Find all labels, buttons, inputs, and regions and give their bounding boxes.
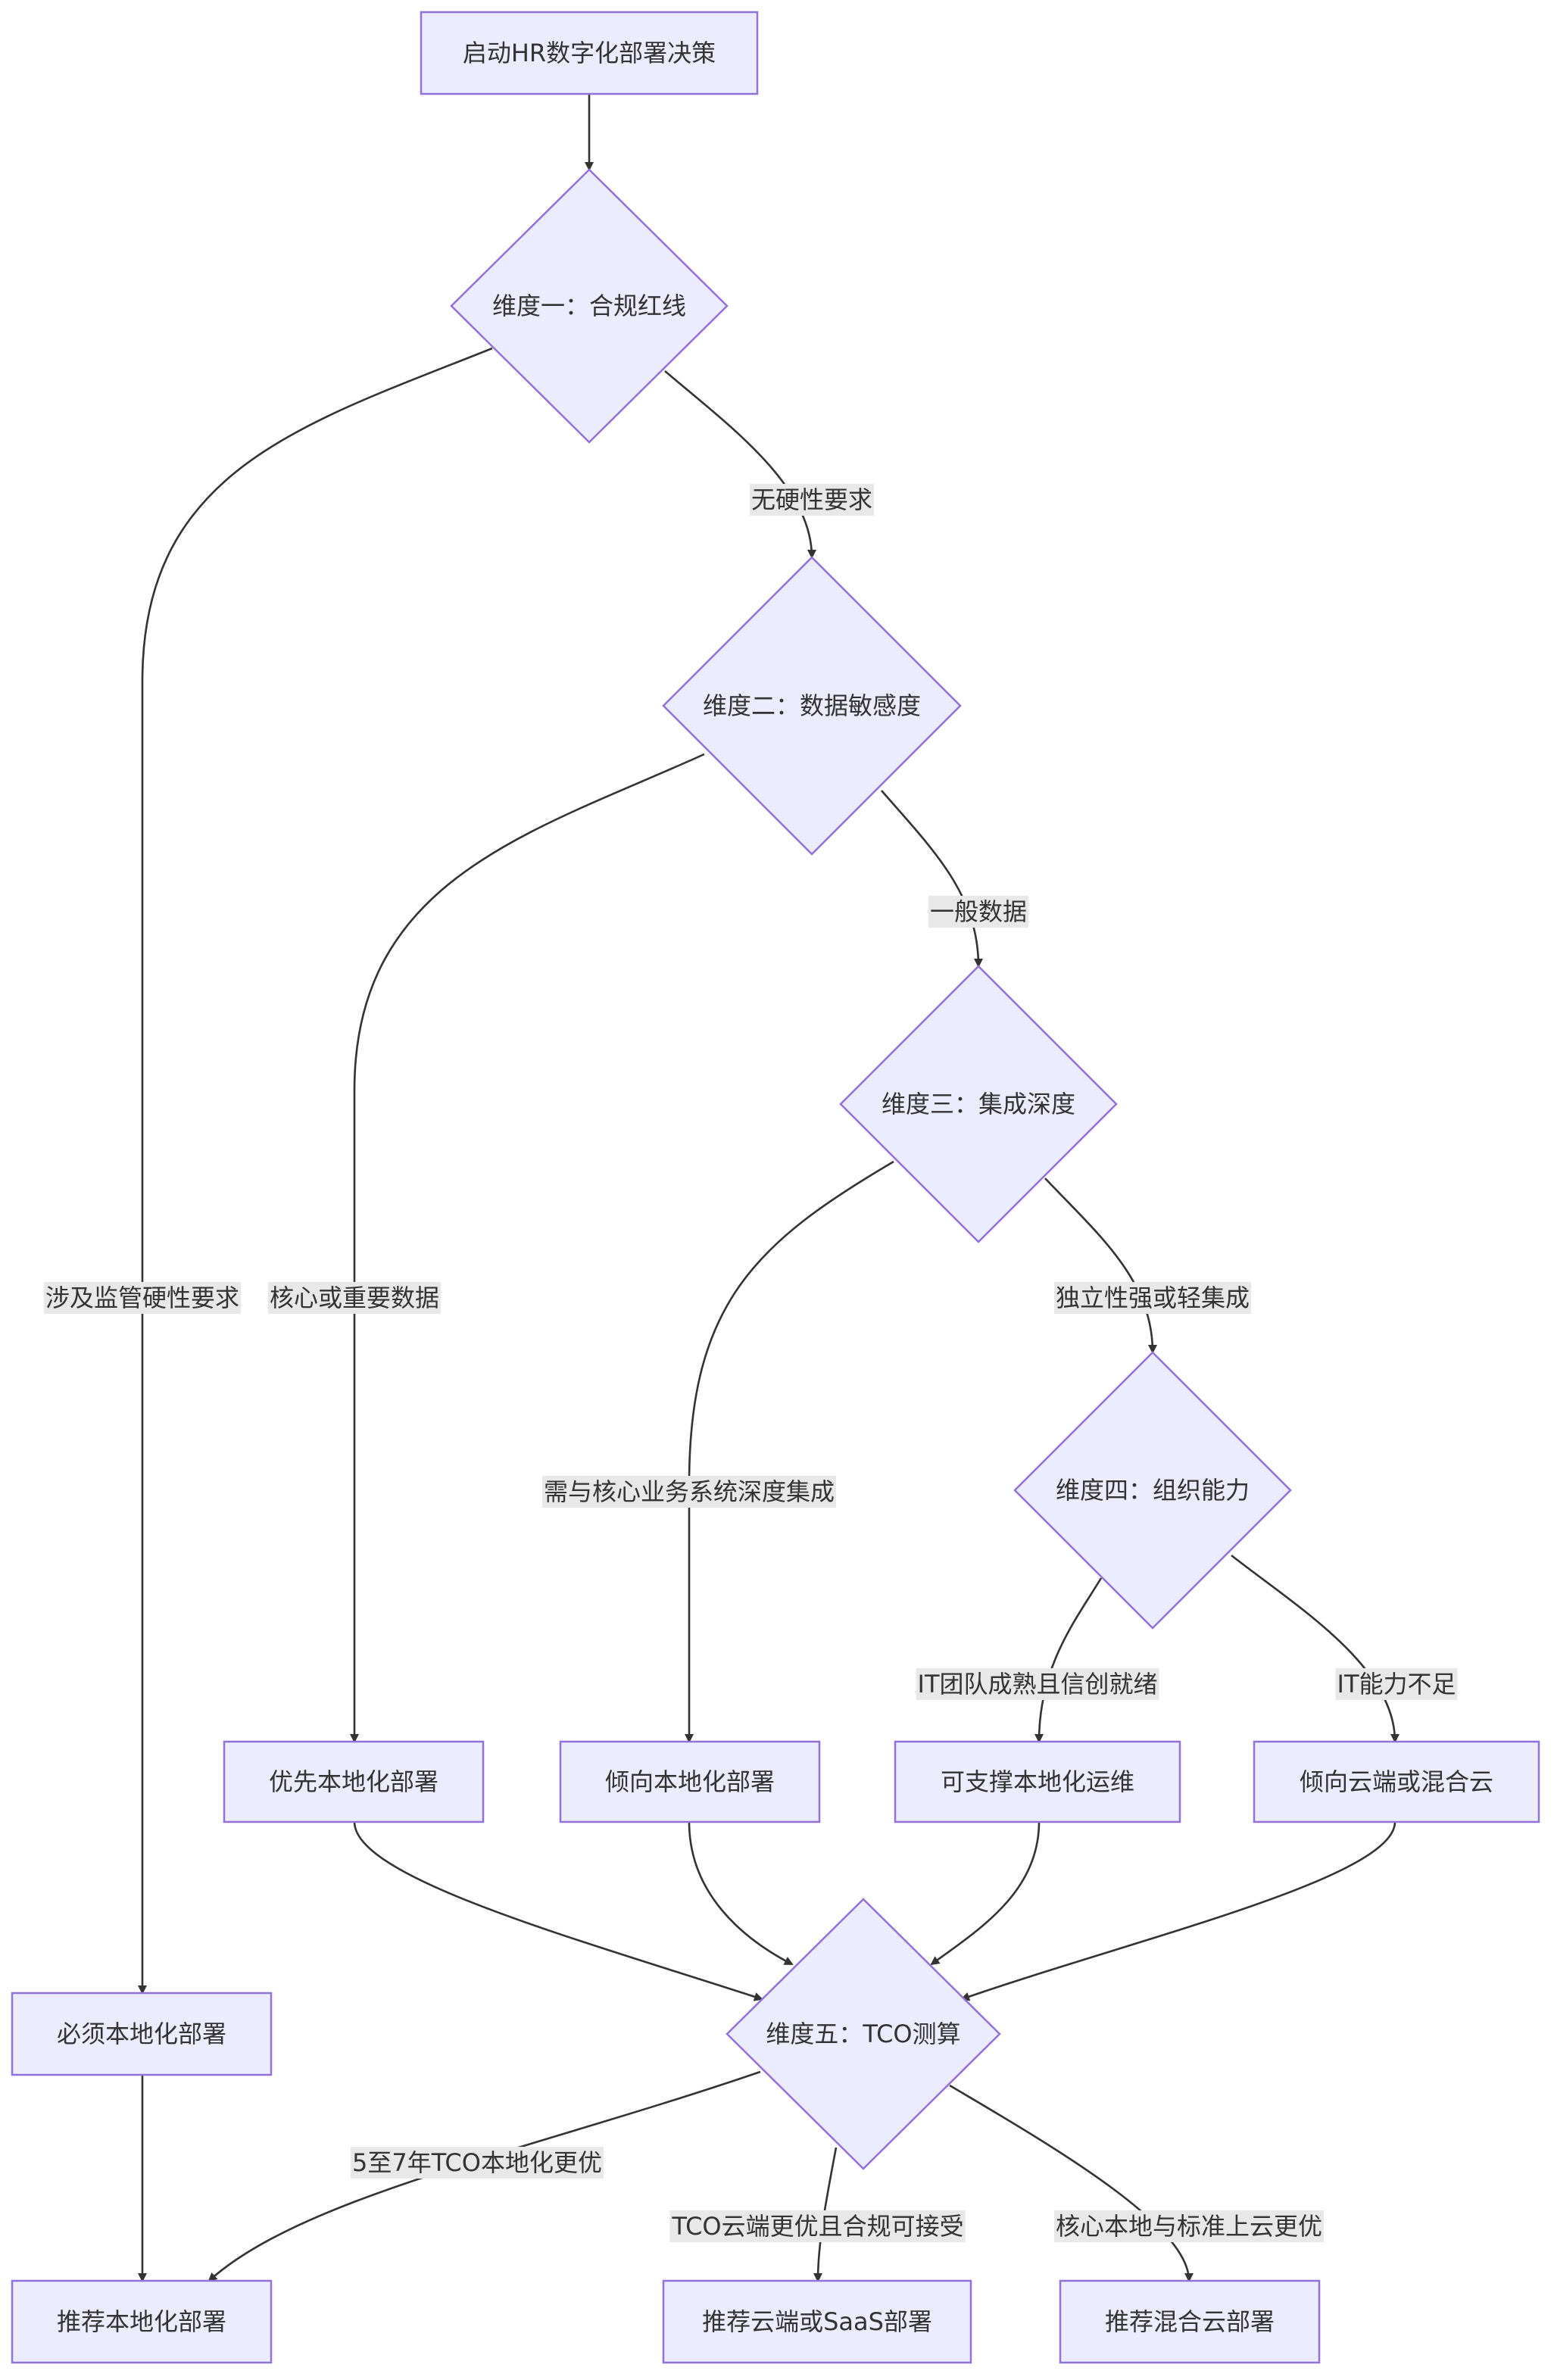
- edge-label-d1-yes: 涉及监管硬性要求: [43, 1282, 242, 1314]
- node-lean-cloud: 倾向云端或混合云: [1253, 1740, 1540, 1823]
- svg-text:独立性强或轻集成: 独立性强或轻集成: [1056, 1284, 1250, 1312]
- edge-label-d1-no: 无硬性要求: [749, 484, 875, 516]
- node-start-label: 启动HR数字化部署决策: [463, 39, 716, 67]
- node-rec-hybrid: 推荐混合云部署: [1059, 2279, 1321, 2364]
- edge-d3-lean-local: [685, 1160, 894, 1743]
- edge-d1-d2: [664, 370, 816, 559]
- decision-d4: 维度四：组织能力: [1013, 1351, 1292, 1630]
- edge-d1-must-local: [138, 347, 493, 1995]
- edge-d4-lean-cloud: [1231, 1554, 1400, 1743]
- decision-d3: 维度三：集成深度: [839, 965, 1118, 1243]
- decision-d5-label: 维度五：TCO测算: [766, 2020, 960, 2048]
- node-prefer-local-label: 优先本地化部署: [269, 1767, 438, 1796]
- decision-d1: 维度一：合规红线: [450, 168, 729, 444]
- edge-label-d3-light: 独立性强或轻集成: [1053, 1282, 1252, 1314]
- edge-lean-cloud-d5: [960, 1821, 1396, 2001]
- nodes: 启动HR数字化部署决策 维度一：合规红线 维度二：数据敏感度 维度三：集成深度 …: [11, 11, 1540, 2364]
- decision-d2-label: 维度二：数据敏感度: [703, 691, 921, 720]
- node-rec-cloud-label: 推荐云端或SaaS部署: [702, 2307, 932, 2336]
- svg-text:核心或重要数据: 核心或重要数据: [270, 1284, 439, 1312]
- svg-text:TCO云端更优且合规可接受: TCO云端更优且合规可接受: [671, 2212, 963, 2241]
- edge-d2-d3: [881, 790, 983, 968]
- node-support-local-label: 可支撑本地化运维: [941, 1767, 1134, 1796]
- svg-text:IT团队成熟且信创就绪: IT团队成熟且信创就绪: [918, 1670, 1158, 1698]
- node-prefer-local: 优先本地化部署: [223, 1740, 485, 1823]
- edge-prefer-local-d5: [353, 1821, 763, 2001]
- svg-text:5至7年TCO本地化更优: 5至7年TCO本地化更优: [352, 2148, 602, 2177]
- node-support-local: 可支撑本地化运维: [894, 1740, 1181, 1823]
- edge-label-d5-hybrid: 核心本地与标准上云更优: [1053, 2210, 1325, 2242]
- edge-label-d4-ready: IT团队成熟且信创就绪: [916, 1668, 1159, 1700]
- node-lean-local: 倾向本地化部署: [559, 1740, 821, 1823]
- decision-d3-label: 维度三：集成深度: [882, 1090, 1075, 1118]
- node-rec-cloud: 推荐云端或SaaS部署: [662, 2279, 972, 2364]
- edge-label-d4-weak: IT能力不足: [1335, 1668, 1458, 1700]
- svg-text:无硬性要求: 无硬性要求: [751, 485, 872, 514]
- node-rec-local-label: 推荐本地化部署: [57, 2307, 226, 2336]
- edge-label-d2-general: 一般数据: [928, 896, 1029, 928]
- decision-d5: 维度五：TCO测算: [726, 1898, 1001, 2170]
- edge-d4-support-local: [1034, 1577, 1103, 1743]
- svg-text:IT能力不足: IT能力不足: [1337, 1670, 1456, 1698]
- node-lean-local-label: 倾向本地化部署: [605, 1767, 775, 1796]
- node-start: 启动HR数字化部署决策: [420, 11, 759, 95]
- svg-text:需与核心业务系统深度集成: 需与核心业务系统深度集成: [544, 1477, 835, 1506]
- node-lean-cloud-label: 倾向云端或混合云: [1300, 1767, 1493, 1796]
- node-rec-hybrid-label: 推荐混合云部署: [1105, 2307, 1275, 2336]
- edge-d3-d4: [1044, 1178, 1157, 1354]
- edge-lean-local-d5: [688, 1821, 794, 1966]
- node-must-local-label: 必须本地化部署: [57, 2020, 226, 2048]
- decision-d1-label: 维度一：合规红线: [492, 292, 686, 320]
- edge-d2-prefer-local: [350, 753, 705, 1743]
- decision-d4-label: 维度四：组织能力: [1056, 1476, 1250, 1505]
- edge-labels: 无硬性要求 涉及监管硬性要求 一般数据 核心或重要数据 独立性强或轻集成 需与核…: [43, 484, 1458, 2242]
- edge-label-d5-local: 5至7年TCO本地化更优: [351, 2147, 604, 2179]
- edge-label-d3-deep: 需与核心业务系统深度集成: [541, 1476, 837, 1508]
- edge-d5-rec-hybrid: [949, 2084, 1194, 2282]
- edges: [138, 94, 1400, 2282]
- svg-text:一般数据: 一般数据: [930, 897, 1027, 926]
- svg-text:核心本地与标准上云更优: 核心本地与标准上云更优: [1056, 2212, 1322, 2241]
- edge-label-d5-cloud: TCO云端更优且合规可接受: [669, 2210, 966, 2242]
- edge-label-d2-core: 核心或重要数据: [267, 1282, 442, 1314]
- decision-d2: 维度二：数据敏感度: [662, 556, 962, 856]
- node-rec-local: 推荐本地化部署: [11, 2279, 273, 2364]
- node-must-local: 必须本地化部署: [11, 1992, 273, 2076]
- edge-support-local-d5: [930, 1821, 1041, 1966]
- svg-text:涉及监管硬性要求: 涉及监管硬性要求: [45, 1284, 239, 1312]
